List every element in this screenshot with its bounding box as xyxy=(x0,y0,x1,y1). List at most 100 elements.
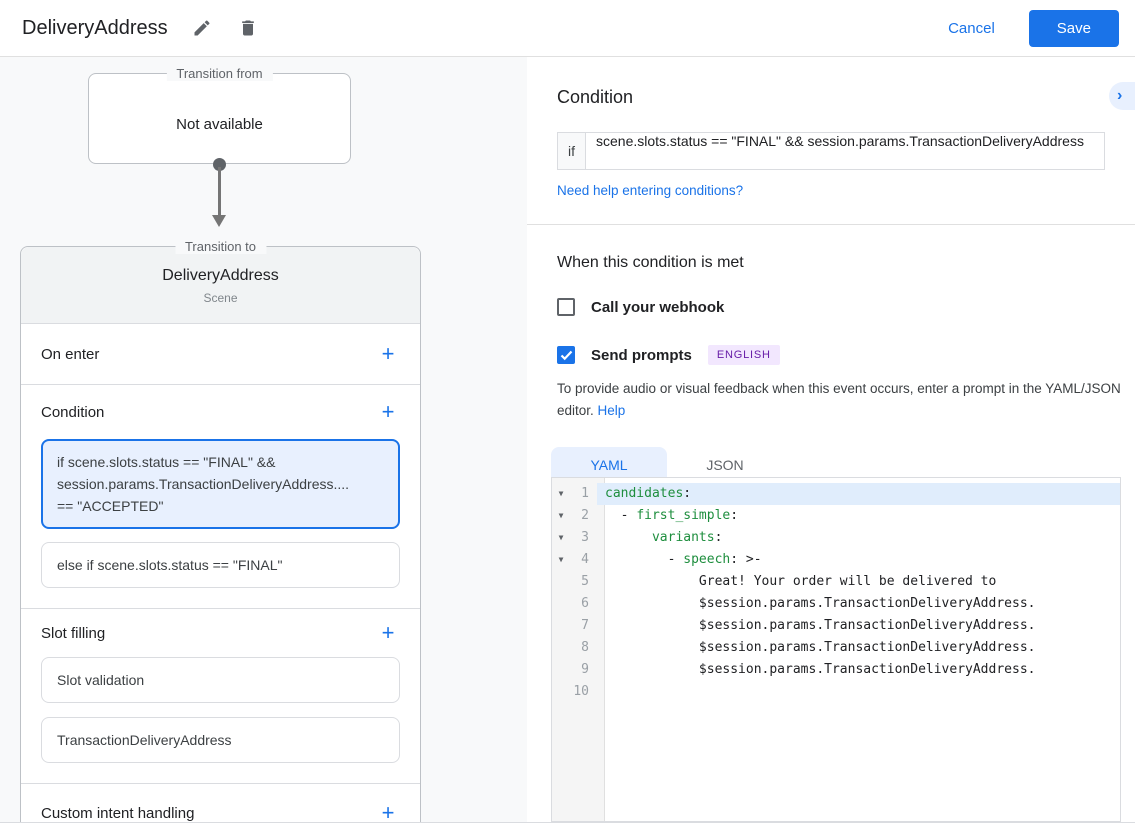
transition-from-box: Transition from Not available xyxy=(88,66,351,164)
scene-type-label: Scene xyxy=(203,291,238,305)
slot-validation-card[interactable]: Slot validation xyxy=(41,657,400,703)
custom-intent-label: Custom intent handling xyxy=(41,804,195,822)
editor-line: ▼ 3 variants: xyxy=(552,527,1120,549)
condition-line: session.params.TransactionDeliveryAddres… xyxy=(57,476,350,492)
webhook-row: Call your webhook xyxy=(557,298,1135,316)
line-number: 4 xyxy=(581,552,589,567)
condition-line: if scene.slots.status == "FINAL" && xyxy=(57,454,276,470)
transition-from-legend: Transition from xyxy=(166,66,273,81)
editor-line: 9 $session.params.TransactionDeliveryAdd… xyxy=(552,659,1120,681)
slot-filling-label: Slot filling xyxy=(41,624,106,642)
prompt-help-link[interactable]: Help xyxy=(597,403,626,418)
fold-arrow-icon xyxy=(552,659,570,681)
fold-arrow-icon xyxy=(552,593,570,615)
condition-detail-panel: Condition › if scene.slots.status == "FI… xyxy=(527,57,1135,827)
code-line[interactable]: candidates: xyxy=(597,483,1120,505)
top-bar: DeliveryAddress Cancel Save xyxy=(0,0,1135,57)
condition-help-link[interactable]: Need help entering conditions? xyxy=(557,183,744,198)
code-line[interactable]: variants: xyxy=(651,530,723,545)
fold-arrow-icon[interactable]: ▼ xyxy=(558,555,564,564)
code-line[interactable]: - first_simple: xyxy=(605,508,739,523)
topbar-actions: Cancel Save xyxy=(932,9,1119,47)
line-number: 5 xyxy=(581,574,589,589)
panel-divider xyxy=(527,224,1135,225)
cancel-button[interactable]: Cancel xyxy=(932,12,1011,45)
tab-json[interactable]: JSON xyxy=(667,447,783,482)
on-enter-label: On enter xyxy=(41,345,100,363)
add-slot-button[interactable]: + xyxy=(376,621,400,645)
line-number: 10 xyxy=(573,684,589,699)
code-line[interactable] xyxy=(597,681,1120,703)
connector-arrowhead-icon xyxy=(212,215,226,227)
transition-from-value: Not available xyxy=(176,116,263,133)
send-prompts-checkbox[interactable] xyxy=(557,346,575,364)
bottom-gap xyxy=(0,823,1135,827)
fold-arrow-icon[interactable]: ▼ xyxy=(558,511,564,520)
connector-line xyxy=(218,167,221,217)
transition-to-legend: Transition to xyxy=(174,239,267,254)
fold-arrow-icon[interactable]: ▼ xyxy=(558,489,564,498)
code-line[interactable]: Great! Your order will be delivered to xyxy=(605,574,997,589)
editor-line: 6 $session.params.TransactionDeliveryAdd… xyxy=(552,593,1120,615)
page-title: DeliveryAddress xyxy=(22,16,168,39)
edit-title-button[interactable] xyxy=(190,16,214,40)
condition-expression-row: if scene.slots.status == "FINAL" && sess… xyxy=(557,132,1105,170)
send-prompts-row: Send prompts ENGLISH xyxy=(557,345,1135,365)
trash-icon xyxy=(241,20,254,36)
editor-line: 5 Great! Your order will be delivered to xyxy=(552,571,1120,593)
prompt-hint-body: To provide audio or visual feedback when… xyxy=(557,381,1121,418)
scene-node-card: Transition to DeliveryAddress Scene On e… xyxy=(20,239,421,827)
save-button[interactable]: Save xyxy=(1028,9,1119,47)
bottom-scroll-edge xyxy=(0,822,1135,823)
fold-arrow-icon xyxy=(552,637,570,659)
editor-line: 7 $session.params.TransactionDeliveryAdd… xyxy=(552,615,1120,637)
slot-card[interactable]: TransactionDeliveryAddress xyxy=(41,717,400,763)
line-number: 9 xyxy=(581,662,589,677)
code-line[interactable]: - speech: >- xyxy=(605,552,762,567)
custom-intent-section: Custom intent handling + xyxy=(21,784,420,827)
line-number: 1 xyxy=(581,486,589,501)
checkmark-icon xyxy=(560,350,572,360)
tab-yaml[interactable]: YAML xyxy=(551,447,667,482)
prompt-hint-text: To provide audio or visual feedback when… xyxy=(557,378,1133,422)
slot-filling-section: Slot filling + Slot validation Transacti… xyxy=(21,609,420,784)
condition-section-label: Condition xyxy=(41,403,105,421)
collapse-panel-button[interactable]: › xyxy=(1109,82,1135,110)
fold-arrow-icon xyxy=(552,615,570,637)
add-custom-intent-button[interactable]: + xyxy=(376,801,400,825)
fold-arrow-icon xyxy=(552,681,570,703)
scene-node-header[interactable]: DeliveryAddress Scene xyxy=(21,247,420,324)
code-line[interactable]: $session.params.TransactionDeliveryAddre… xyxy=(605,640,1036,655)
delete-scene-button[interactable] xyxy=(236,16,260,40)
line-number: 3 xyxy=(581,530,589,545)
chevron-right-icon: › xyxy=(1117,87,1123,104)
if-prefix-label: if xyxy=(557,132,585,170)
add-on-enter-button[interactable]: + xyxy=(376,342,400,366)
condition-expression-input[interactable]: scene.slots.status == "FINAL" && session… xyxy=(585,132,1105,170)
condition-section: Condition + if scene.slots.status == "FI… xyxy=(21,385,420,609)
line-number: 7 xyxy=(581,618,589,633)
line-number: 8 xyxy=(581,640,589,655)
panel-title: Condition xyxy=(557,87,634,107)
editor-tabs: YAML JSON xyxy=(551,447,1135,482)
condition-card-selected[interactable]: if scene.slots.status == "FINAL" && sess… xyxy=(41,439,400,529)
condition-line: == "ACCEPTED" xyxy=(57,498,164,514)
code-line[interactable]: $session.params.TransactionDeliveryAddre… xyxy=(605,662,1036,677)
send-prompts-label: Send prompts xyxy=(591,346,692,364)
call-webhook-label: Call your webhook xyxy=(591,298,725,316)
editor-line: ▼ 4 - speech: >- xyxy=(552,549,1120,571)
fold-arrow-icon xyxy=(552,571,570,593)
code-line[interactable]: $session.params.TransactionDeliveryAddre… xyxy=(605,618,1036,633)
add-condition-button[interactable]: + xyxy=(376,400,400,424)
fold-arrow-icon[interactable]: ▼ xyxy=(558,533,564,542)
on-enter-section: On enter + xyxy=(21,324,420,385)
editor-line: 8 $session.params.TransactionDeliveryAdd… xyxy=(552,637,1120,659)
condition-card-else[interactable]: else if scene.slots.status == "FINAL" xyxy=(41,542,400,588)
scene-name: DeliveryAddress xyxy=(162,267,279,284)
when-condition-title: When this condition is met xyxy=(557,254,744,271)
call-webhook-checkbox[interactable] xyxy=(557,298,575,316)
code-line[interactable]: $session.params.TransactionDeliveryAddre… xyxy=(605,596,1036,611)
